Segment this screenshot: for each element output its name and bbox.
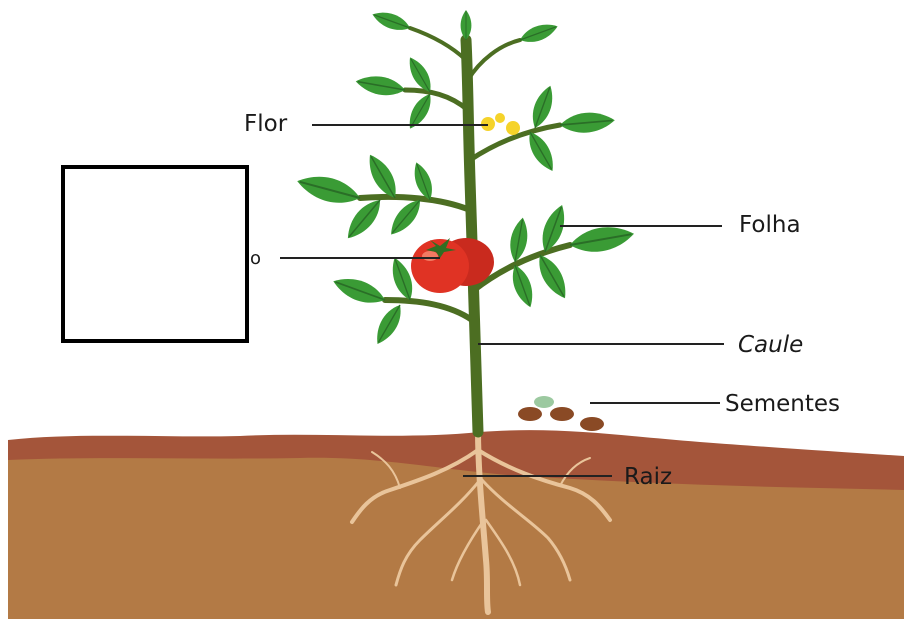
leader-lines (280, 125, 724, 476)
label-flor: Flor (244, 113, 287, 136)
answer-box[interactable] (61, 165, 249, 343)
seeds (518, 396, 604, 431)
label-caule: Caule (738, 334, 803, 357)
label-sementes: Sementes (725, 393, 840, 416)
label-folha: Folha (739, 214, 801, 237)
soil (8, 430, 904, 619)
label-raiz: Raiz (624, 466, 672, 489)
label-fruto-fragment: o (250, 250, 261, 268)
